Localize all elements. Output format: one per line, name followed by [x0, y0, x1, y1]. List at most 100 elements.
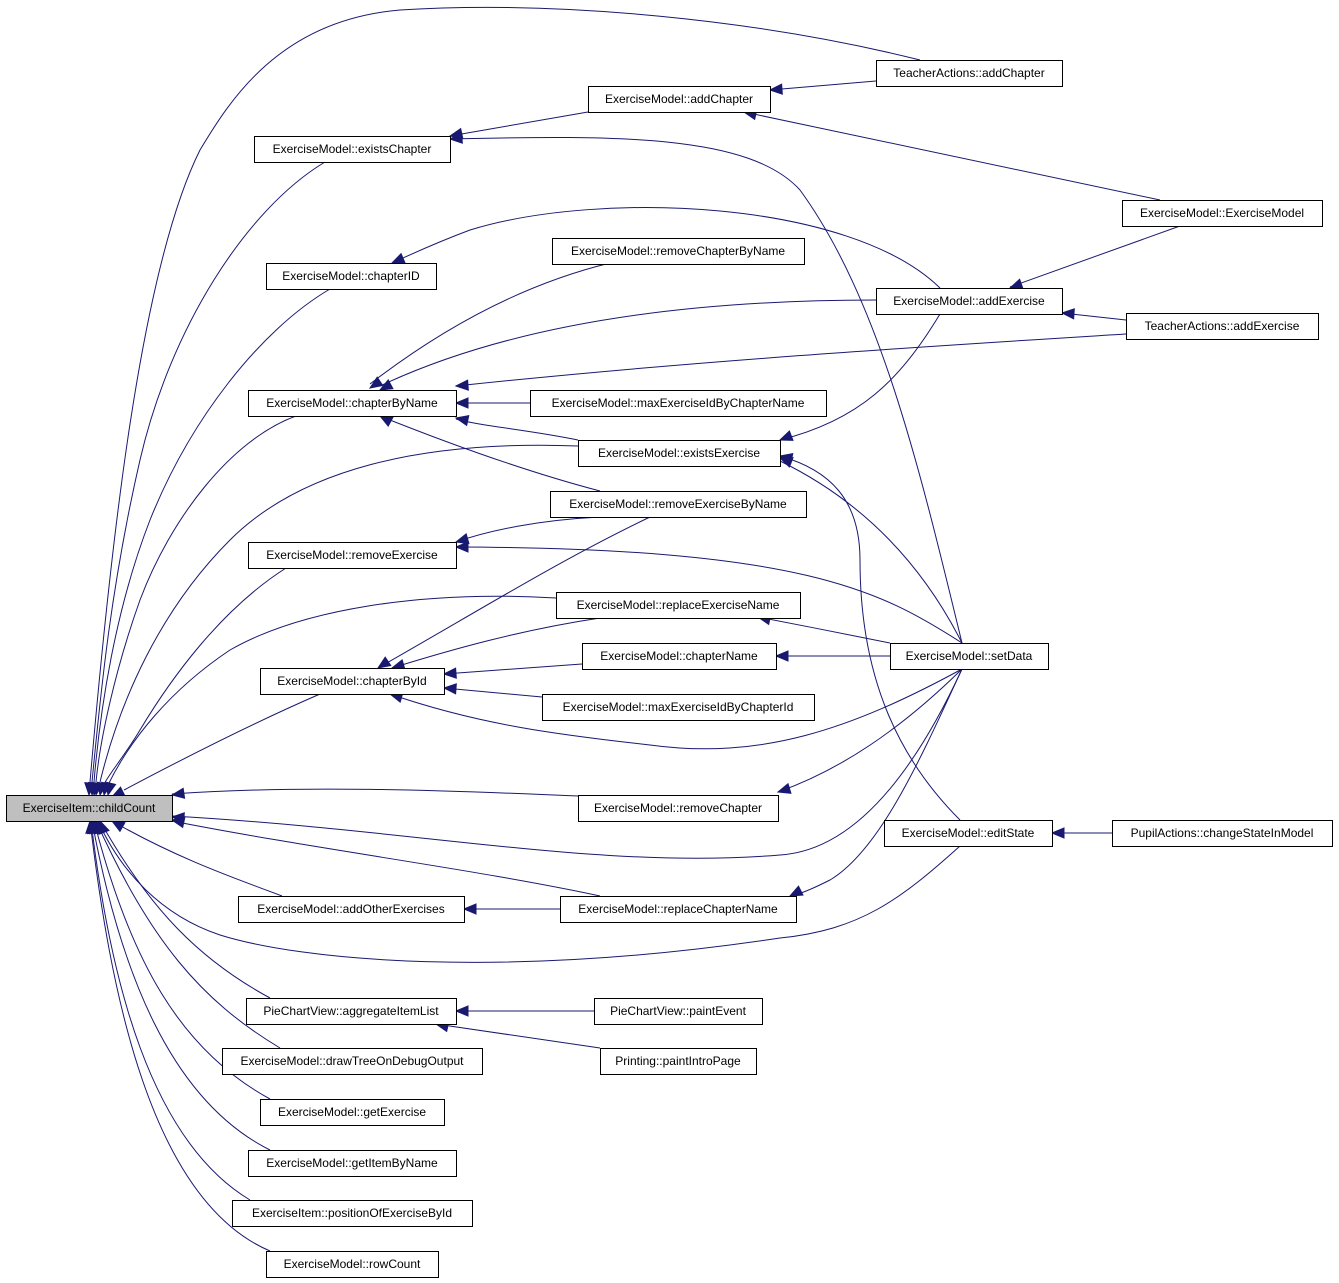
node-label: ExerciseModel::editState: [902, 826, 1035, 840]
edge-exercise-model-exists-exercise-to-exercise-item-child-count: [96, 444, 579, 797]
edge-exercise-model-edit-state-to-exercise-model-exists-exercise: [778, 452, 961, 821]
node-label: ExerciseModel::existsChapter: [273, 142, 432, 156]
node-box: [876, 288, 1063, 315]
node-label: ExerciseModel::getItemByName: [266, 1156, 438, 1170]
arrowhead: [378, 379, 394, 391]
edge-exercise-model-set-data-to-exercise-model-chapter-name: [774, 650, 890, 662]
node-box: [588, 86, 771, 113]
node-exercise-model-add-chapter[interactable]: ExerciseModel::addChapter: [588, 86, 771, 113]
node-box: [542, 694, 815, 721]
edge-exercise-model-add-exercise-to-exercise-model-chapter-by-name: [378, 299, 877, 391]
edge-exercise-model-replace-exercise-name-to-exercise-model-chapter-by-id: [390, 617, 601, 671]
node-exercise-model-add-other-exercises[interactable]: ExerciseModel::addOtherExercises: [238, 896, 465, 923]
node-exercise-model-remove-chapter-by-name[interactable]: ExerciseModel::removeChapterByName: [552, 238, 805, 265]
edge-pupil-actions-change-state-in-model-to-exercise-model-edit-state: [1050, 827, 1112, 839]
node-label: ExerciseModel::ExerciseModel: [1140, 206, 1304, 220]
node-label: ExerciseModel::maxExerciseIdByChapterId: [563, 700, 794, 714]
node-exercise-model-chapter-by-id[interactable]: ExerciseModel::chapterById: [260, 668, 445, 695]
node-exercise-model-exists-chapter[interactable]: ExerciseModel::existsChapter: [254, 136, 451, 163]
edge-exercise-model-max-exercise-id-by-chapter-id-to-exercise-model-chapter-by-id: [442, 683, 543, 698]
edge-exercise-model-replace-chapter-name-to-exercise-model-add-other-exercises: [462, 903, 560, 915]
node-exercise-item-child-count[interactable]: ExerciseItem::childCount: [6, 795, 173, 822]
edge-exercise-model-set-data-to-exercise-model-replace-chapter-name: [788, 668, 963, 897]
node-box: [578, 440, 781, 467]
node-box: [248, 542, 457, 569]
node-label: ExerciseItem::positionOfExerciseById: [252, 1206, 452, 1220]
edge-exercise-model-row-count-to-exercise-item-child-count: [85, 819, 271, 1252]
node-box: [260, 1099, 445, 1126]
node-exercise-item-position-of-exercise-by-id[interactable]: ExerciseItem::positionOfExerciseById: [232, 1200, 473, 1227]
edge-teacher-actions-add-exercise-to-exercise-model-chapter-by-name: [454, 333, 1127, 391]
node-box: [266, 263, 437, 290]
node-exercise-model-chapter-name[interactable]: ExerciseModel::chapterName: [582, 643, 777, 670]
node-exercise-model-chapter-id[interactable]: ExerciseModel::chapterID: [266, 263, 437, 290]
edge-exercise-model-exercise-model-to-exercise-model-add-chapter: [742, 108, 1161, 201]
node-exercise-model-set-data[interactable]: ExerciseModel::setData: [890, 643, 1049, 670]
edge-exercise-model-add-exercise-to-exercise-model-exists-exercise: [778, 313, 941, 441]
node-label: PieChartView::aggregateItemList: [263, 1004, 439, 1018]
arrowhead: [768, 83, 783, 95]
node-box: [556, 592, 801, 619]
node-teacher-actions-add-exercise[interactable]: TeacherActions::addExercise: [1126, 313, 1319, 340]
node-label: TeacherActions::addChapter: [893, 66, 1044, 80]
node-box: [248, 1150, 457, 1177]
node-teacher-actions-add-chapter[interactable]: TeacherActions::addChapter: [876, 60, 1063, 87]
arrowhead: [1008, 278, 1024, 290]
node-exercise-model-max-exercise-id-by-chapter-name[interactable]: ExerciseModel::maxExerciseIdByChapterNam…: [530, 390, 827, 417]
node-exercise-model-chapter-by-name[interactable]: ExerciseModel::chapterByName: [248, 390, 457, 417]
edge-teacher-actions-add-chapter-to-exercise-item-child-count: [84, 6, 921, 797]
arrowhead: [85, 819, 97, 834]
node-pie-chart-view-paint-event[interactable]: PieChartView::paintEvent: [594, 998, 763, 1025]
arrowhead: [462, 903, 477, 915]
node-exercise-model-get-item-by-name[interactable]: ExerciseModel::getItemByName: [248, 1150, 457, 1177]
edge-exercise-model-exists-exercise-to-exercise-model-chapter-by-name: [454, 414, 579, 441]
node-exercise-model-replace-exercise-name[interactable]: ExerciseModel::replaceExerciseName: [556, 592, 801, 619]
node-label: ExerciseModel::existsExercise: [598, 446, 760, 460]
nodes-layer: ExerciseItem::childCountExerciseModel::e…: [6, 60, 1333, 1278]
node-exercise-model-remove-exercise-by-name[interactable]: ExerciseModel::removeExerciseByName: [550, 491, 807, 518]
edge-exercise-model-remove-exercise-by-name-to-exercise-model-chapter-by-id: [376, 516, 651, 669]
arrowhead: [454, 397, 469, 409]
edge-exercise-model-add-other-exercises-to-exercise-item-child-count: [110, 820, 283, 897]
node-exercise-model-draw-tree-on-debug-output[interactable]: ExerciseModel::drawTreeOnDebugOutput: [222, 1048, 483, 1075]
node-exercise-model-replace-chapter-name[interactable]: ExerciseModel::replaceChapterName: [560, 896, 797, 923]
arrowhead: [778, 430, 794, 441]
edge-exercise-model-replace-chapter-name-to-exercise-item-child-count: [170, 816, 601, 897]
arrowhead: [454, 379, 469, 391]
node-exercise-model-remove-exercise[interactable]: ExerciseModel::removeExercise: [248, 542, 457, 569]
node-exercise-model-max-exercise-id-by-chapter-id[interactable]: ExerciseModel::maxExerciseIdByChapterId: [542, 694, 815, 721]
arrowhead: [788, 885, 804, 897]
edge-exercise-model-set-data-to-exercise-model-exists-exercise: [778, 457, 963, 644]
node-printing-paint-intro-page[interactable]: Printing::paintIntroPage: [600, 1048, 757, 1075]
node-label: ExerciseModel::getExercise: [278, 1105, 426, 1119]
node-exercise-model-exercise-model[interactable]: ExerciseModel::ExerciseModel: [1122, 200, 1323, 227]
node-exercise-model-add-exercise[interactable]: ExerciseModel::addExercise: [876, 288, 1063, 315]
node-box: [582, 643, 777, 670]
node-box: [238, 896, 465, 923]
node-pie-chart-view-aggregate-item-list[interactable]: PieChartView::aggregateItemList: [246, 998, 457, 1025]
edge-teacher-actions-add-chapter-to-exercise-model-add-chapter: [768, 80, 877, 95]
node-box: [260, 668, 445, 695]
node-box: [552, 238, 805, 265]
arrowhead: [1050, 827, 1065, 839]
node-exercise-model-row-count[interactable]: ExerciseModel::rowCount: [266, 1251, 439, 1278]
node-box: [594, 998, 763, 1025]
edge-exercise-model-add-chapter-to-exercise-model-exists-chapter: [448, 111, 589, 140]
node-exercise-model-get-exercise[interactable]: ExerciseModel::getExercise: [260, 1099, 445, 1126]
arrowhead: [774, 650, 789, 662]
node-exercise-model-remove-chapter[interactable]: ExerciseModel::removeChapter: [578, 795, 779, 822]
node-box: [266, 1251, 439, 1278]
edge-exercise-model-remove-exercise-by-name-to-exercise-model-remove-exercise: [454, 516, 601, 545]
node-exercise-model-edit-state[interactable]: ExerciseModel::editState: [884, 820, 1053, 847]
node-pupil-actions-change-state-in-model[interactable]: PupilActions::changeStateInModel: [1112, 820, 1333, 847]
node-box: [254, 136, 451, 163]
arrowhead: [454, 1005, 469, 1017]
node-label: ExerciseModel::removeExercise: [266, 548, 438, 562]
edge-exercise-model-remove-chapter-to-exercise-item-child-count: [170, 787, 579, 799]
arrowhead: [84, 782, 96, 797]
node-exercise-model-exists-exercise[interactable]: ExerciseModel::existsExercise: [578, 440, 781, 467]
edge-exercise-model-exists-chapter-to-exercise-item-child-count: [87, 161, 326, 797]
edge-exercise-model-add-exercise-to-exercise-model-chapter-id: [390, 207, 941, 289]
node-label: PieChartView::paintEvent: [610, 1004, 747, 1018]
node-label: ExerciseModel::chapterById: [277, 674, 426, 688]
